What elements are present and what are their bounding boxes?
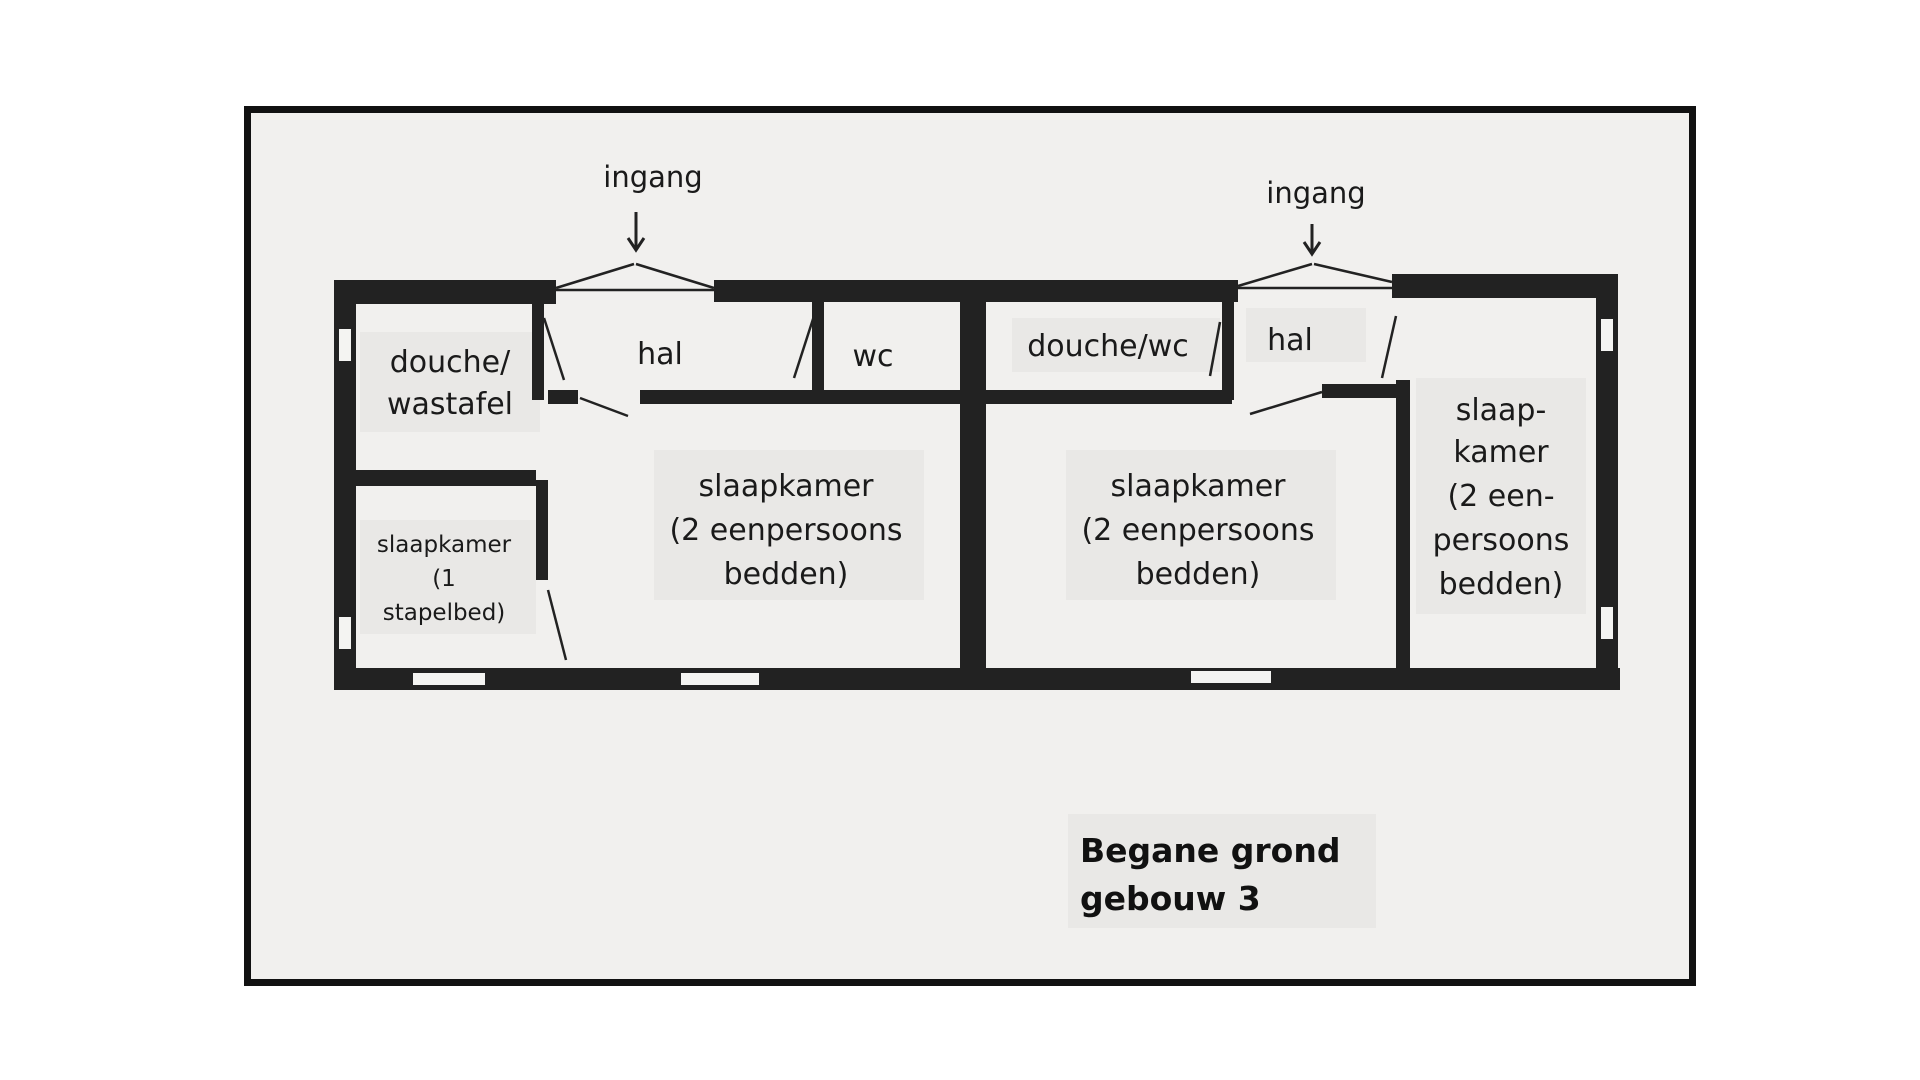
room-label-hal-right: hal (1267, 323, 1313, 358)
wall-int-v1 (532, 300, 544, 400)
window-left-2 (337, 615, 353, 651)
window-bottom-2 (679, 671, 761, 687)
room-label-line: bedden) (1439, 567, 1564, 602)
room-label-line: kamer (1453, 435, 1549, 470)
entrance-label-right: ingang (1266, 176, 1365, 210)
wall-small-room (356, 470, 536, 486)
room-slaapkamer-small: slaapkamer (1 stapelbed) (377, 532, 512, 626)
windows (337, 317, 1615, 687)
room-label-line: bedden) (724, 557, 849, 592)
window-left-1 (337, 327, 353, 363)
wall-stub (548, 390, 578, 404)
window-right-1 (1599, 317, 1615, 353)
window-right-2 (1599, 605, 1615, 641)
room-label-douche-wc: douche/wc (1027, 329, 1189, 364)
wall-hal-right-2 (1322, 384, 1410, 398)
wall-top-3 (1392, 274, 1616, 298)
room-label-line: (2 eenpersoons (669, 513, 902, 548)
room-label-line: (2 een- (1447, 479, 1554, 514)
wall-bottom (334, 668, 1620, 690)
room-label-line: bedden) (1136, 557, 1261, 592)
room-slaapkamer-right: slaap- kamer (2 een- persoons bedden) (1433, 393, 1570, 602)
window-bottom-3 (1189, 669, 1273, 685)
room-label-line: slaapkamer (698, 469, 874, 504)
room-douche-wastafel: douche/ wastafel (387, 345, 513, 422)
room-label-line: slaapkamer (377, 532, 512, 558)
room-label-line: (2 eenpersoons (1081, 513, 1314, 548)
wall-int-v2 (536, 480, 548, 580)
wall-hal-left (640, 390, 962, 404)
label-backgrounds (360, 308, 1586, 928)
room-label-line: persoons (1433, 523, 1570, 558)
room-label-line: slaapkamer (1110, 469, 1286, 504)
room-label-line: stapelbed) (383, 600, 506, 626)
wall-int-v5 (1396, 380, 1410, 670)
wall-left (334, 280, 356, 690)
room-slaapkamer-center-right: slaapkamer (2 eenpersoons bedden) (1081, 469, 1314, 592)
wall-hal-right (986, 390, 1232, 404)
walls (334, 274, 1620, 690)
plan-title: Begane grond gebouw 3 (1080, 831, 1340, 918)
room-label-line: (1 (432, 566, 456, 592)
doors (542, 262, 1398, 661)
room-label-line: wastafel (387, 387, 513, 422)
room-label-line: douche/ (390, 345, 511, 380)
wall-int-v3 (812, 300, 824, 402)
room-label-line: slaap- (1456, 393, 1547, 428)
wall-center (960, 300, 986, 670)
plan-title-line: Begane grond (1080, 831, 1340, 870)
entrance-arrows (626, 212, 1322, 257)
plan-title-line: gebouw 3 (1080, 879, 1261, 918)
wall-top-2 (714, 280, 1238, 302)
room-slaapkamer-center-left: slaapkamer (2 eenpersoons bedden) (669, 469, 902, 592)
entrance-label-left: ingang (603, 160, 702, 194)
room-label-hal-left: hal (637, 337, 683, 372)
wall-top-1 (334, 280, 556, 304)
room-label-wc: wc (852, 339, 893, 374)
window-bottom-1 (411, 671, 487, 687)
wall-right (1596, 274, 1618, 690)
wall-int-v4 (1222, 300, 1234, 400)
